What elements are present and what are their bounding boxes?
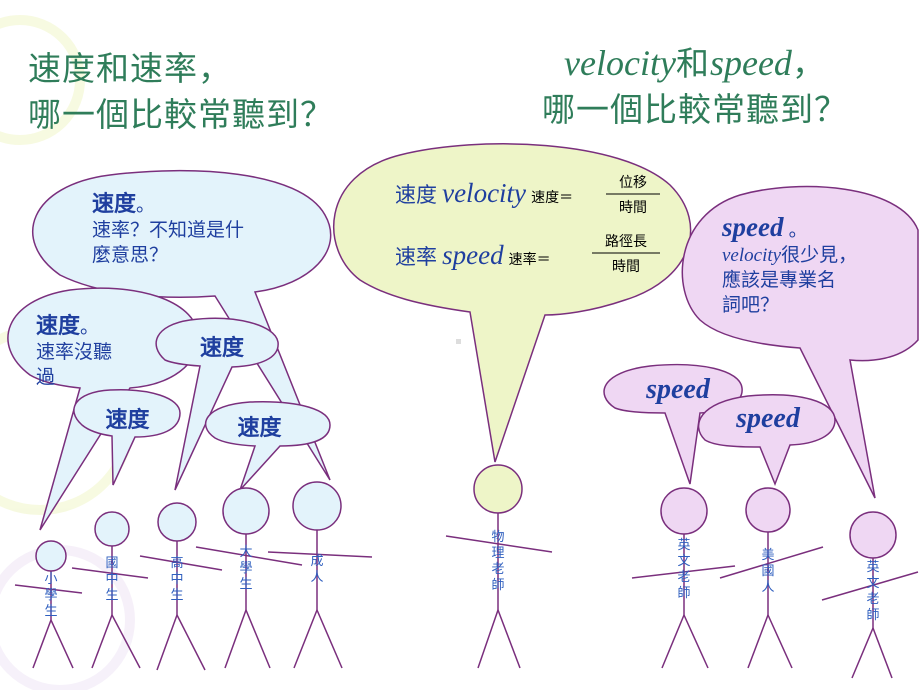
speed-en: speed [442,240,504,270]
adult-bubble-line1: 速率？不知道是什 [92,219,245,241]
adult-bubble-line2: 麼意思？ [92,244,169,266]
velocity-denominator: 時間 [619,200,647,216]
title-right-line2: 哪一個比較常聽到？ [542,90,848,129]
label-american: 美國人 [761,548,775,595]
american-bubble-shape [697,394,836,487]
title-right-velocity: velocity [564,43,676,83]
university-bubble-word: 速度 [237,416,282,441]
label-junior: 國中生 [105,556,119,603]
english-right-velocity: velocity [722,245,782,266]
velocity-eq: 速度＝ [531,190,574,206]
label-university: 大學生 [239,545,253,592]
english-left-bubble-shape [603,363,743,485]
english-teacher-1-figure [631,487,736,669]
elementary-bubble-strong: 速度 [36,314,81,339]
university-student-figure [195,487,303,669]
speed-formula-row: 速率 speed 速率＝ [395,240,551,271]
title-right-speed: speed [709,43,792,83]
adult-bubble-strong-suffix: 。 [136,194,156,216]
velocity-en: velocity [442,178,527,208]
title-right-line1: velocity和speed， [500,40,890,87]
highschool-bubble-shape [155,317,279,491]
highschool-student-figure [139,502,223,671]
elementary-bubble-text: 速度。 速率沒聽 過 [36,308,146,390]
english-right-bubble-text: speed 。 velocity很少見， 應該是專業名 詞吧？ [722,212,902,318]
english-right-bubble-shape [681,185,919,499]
title-right-comma: ， [791,44,826,83]
junior-bubble-shape [73,389,181,486]
english-left-bubble-word: speed [646,374,710,405]
adult-bubble-text: 速度。 速率？不知道是什 麼意思？ [92,186,292,268]
velocity-label: 速度 [395,183,437,207]
adult-bubble-strong: 速度 [92,192,137,217]
elementary-bubble-line2: 過 [36,366,56,388]
title-left-line1: 速度和速率， [28,49,232,88]
velocity-formula-row: 速度 velocity 速度＝ [395,178,573,209]
label-english-teacher-1: 英文老師 [677,538,691,601]
english-teacher-2-figure [821,511,919,679]
elementary-bubble-line1: 速率沒聽 [36,341,113,363]
velocity-numerator: 位移 [619,175,647,191]
title-right-and: 和 [675,44,710,83]
speed-denominator: 時間 [612,259,640,275]
title-left: 速度和速率， 哪一個比較常聽到？ [28,46,334,138]
speed-fraction: 路徑長 時間 [592,231,660,276]
university-bubble-shape [204,401,331,491]
junior-student-figure [71,511,149,669]
speed-numerator: 路徑長 [605,234,647,250]
elementary-student-figure [14,540,83,669]
adult-bubble-shape [32,169,332,481]
label-elementary: 小學生 [44,572,58,619]
small-dot [456,339,461,344]
label-adult: 成人 [310,554,324,585]
title-left-line2: 哪一個比較常聽到？ [28,95,334,134]
speed-label: 速率 [395,245,437,269]
speed-eq: 速率＝ [508,252,551,268]
english-right-suffix: 。 [788,219,808,241]
label-english-teacher-2: 英文老師 [866,560,880,623]
english-right-line1-rest: 很少見， [781,244,858,266]
physics-bubble-shape [333,143,692,463]
elementary-bubble-strong-suffix: 。 [80,316,100,338]
label-physics-teacher: 物理老師 [491,530,505,593]
american-bubble-word: speed [736,403,800,434]
english-right-line3: 詞吧？ [722,294,780,316]
velocity-fraction: 位移 時間 [606,172,660,217]
american-figure [719,487,824,669]
physics-teacher-figure [445,464,553,669]
adult-figure [267,481,373,669]
english-right-line2: 應該是專業名 [722,269,837,291]
label-highschool: 高中生 [170,556,184,603]
english-right-speed: speed [722,212,784,242]
highschool-bubble-word: 速度 [199,336,244,361]
title-right: velocity和speed， 哪一個比較常聽到？ [500,40,890,133]
junior-bubble-word: 速度 [105,408,150,433]
